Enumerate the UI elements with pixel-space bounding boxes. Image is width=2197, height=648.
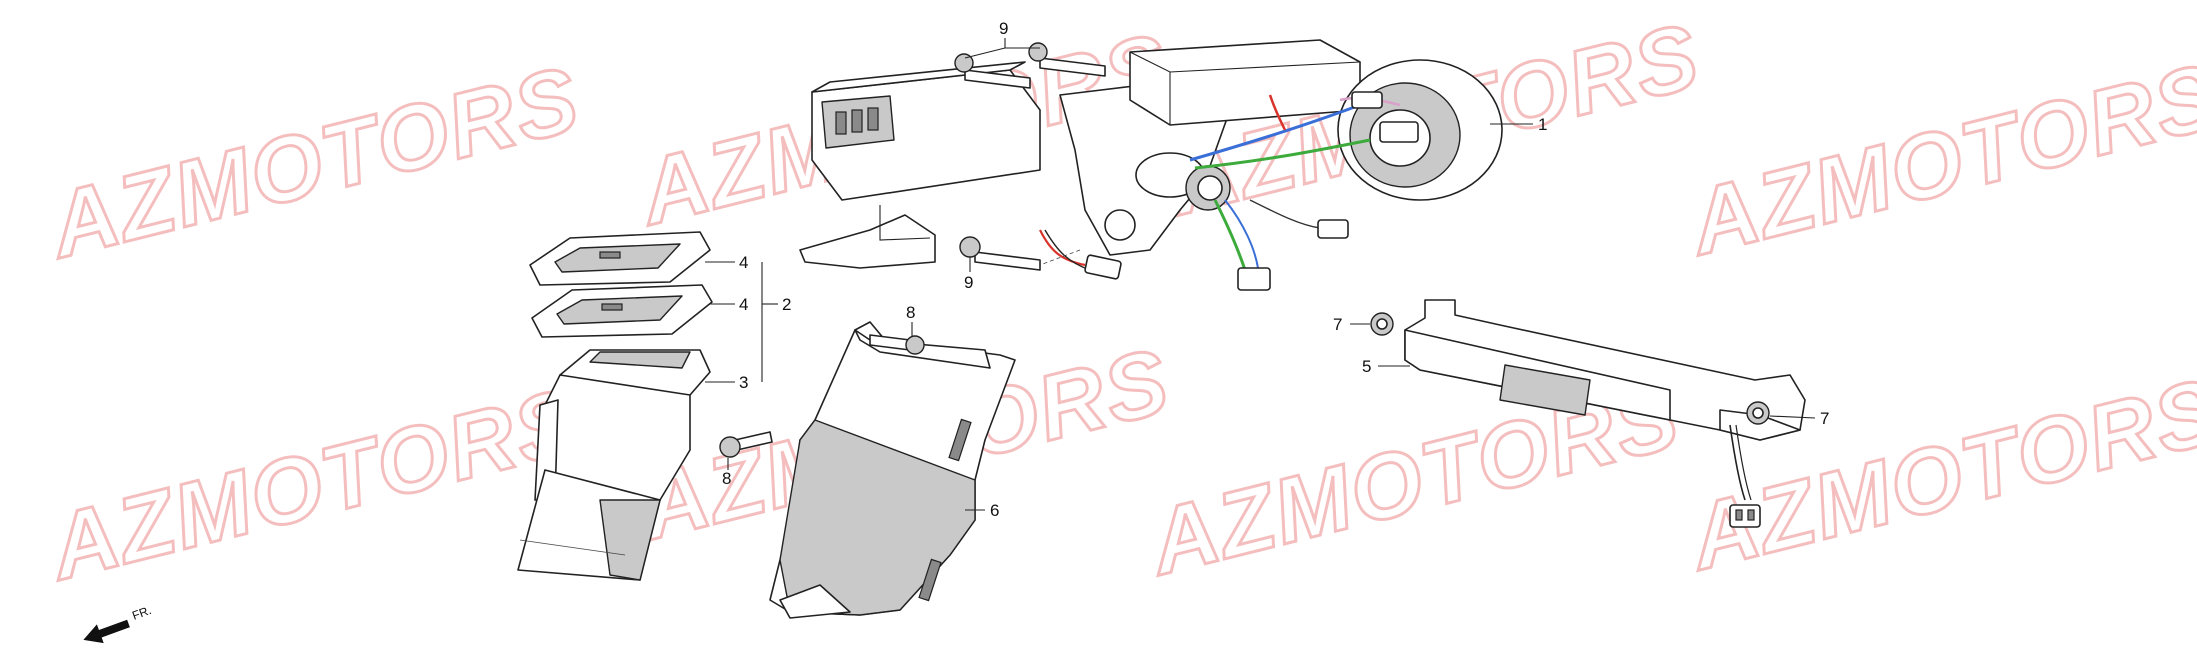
callout-2: 2	[782, 295, 791, 314]
watermark-4: AZMOTORS	[1678, 45, 2197, 275]
callout-7-left: 7	[1333, 315, 1342, 334]
part-4-switch-upper	[529, 231, 711, 286]
callout-4-lower: 4	[739, 295, 748, 314]
screw-9-top-left	[954, 53, 1031, 89]
part-3-switch-housing	[517, 349, 711, 581]
part-7-nuts	[1350, 312, 1816, 425]
wire-green-harness	[1213, 199, 1247, 271]
wire-red-lower	[1039, 229, 1086, 267]
watermark-1: AZMOTORS	[38, 48, 589, 278]
watermark-5: AZMOTORS	[38, 370, 589, 600]
part-4-switch-lower	[531, 284, 713, 338]
callout-3: 3	[739, 373, 748, 392]
callout-9-bottom: 9	[964, 273, 973, 292]
part-8-screws	[719, 322, 925, 470]
screw-8-upper	[869, 334, 925, 355]
nut-7-right	[1746, 401, 1770, 425]
wire-green	[1194, 138, 1371, 170]
callout-8-lower: 8	[722, 469, 731, 488]
part-1-control-unit	[799, 39, 1503, 291]
callout-6: 6	[990, 501, 999, 520]
direction-indicator: FR.	[83, 603, 153, 644]
nut-7-left	[1370, 312, 1394, 336]
callout-4-upper: 4	[739, 253, 748, 272]
part-5-bracket	[1404, 299, 1806, 528]
wire-red	[1268, 94, 1287, 131]
callout-1: 1	[1538, 115, 1547, 134]
callout-7-right: 7	[1820, 409, 1829, 428]
screw-9-bottom	[959, 236, 1041, 271]
wire-blue	[1189, 103, 1361, 162]
callout-lines-left	[705, 261, 778, 383]
part-9-screws	[954, 38, 1106, 272]
arrow-left-icon	[83, 619, 130, 644]
callout-5: 5	[1362, 357, 1371, 376]
direction-label: FR.	[130, 603, 153, 623]
screw-8-lower	[719, 431, 773, 458]
callout-8-upper: 8	[906, 303, 915, 322]
part-6-cover	[769, 321, 1016, 619]
callout-9-top: 9	[999, 19, 1008, 38]
